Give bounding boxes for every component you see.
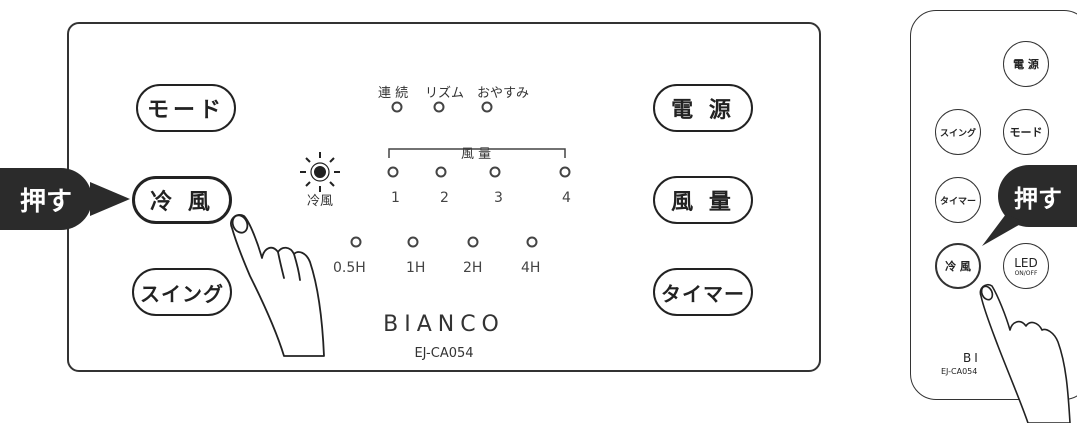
led-airflow-1 [387, 166, 399, 178]
airflow-level-2: 2 [440, 190, 449, 206]
remote-mode-label: モード [1009, 126, 1043, 139]
remote-timer-label: タイマー [939, 196, 976, 207]
remote-swing-button[interactable]: スイング [935, 109, 981, 155]
remote-led-sublabel: ON/OFF [1014, 269, 1038, 277]
remote-cool-button[interactable]: 冷 風 [935, 243, 981, 289]
led-continuous [391, 101, 403, 113]
cool-button[interactable]: 冷 風 [132, 176, 232, 224]
pointing-hand-icon [230, 214, 325, 357]
airflow-level-4: 4 [562, 190, 571, 206]
remote-cool-label: 冷 風 [945, 260, 971, 273]
remote-mode-button[interactable]: モード [1003, 109, 1049, 155]
model-number: EJ-CA054 [414, 346, 474, 361]
remote-power-button[interactable]: 電 源 [1003, 41, 1049, 87]
cool-indicator-lit [300, 152, 340, 192]
mode-button[interactable]: モード [136, 84, 236, 132]
led-label-continuous: 連 続 [378, 86, 409, 101]
timer-label-4h: 4H [521, 260, 541, 276]
led-rhythm [433, 101, 445, 113]
remote-power-label: 電 源 [1013, 58, 1039, 71]
timer-label-0-5h: 0.5H [333, 260, 366, 276]
airflow-button[interactable]: 風 量 [653, 176, 753, 224]
remote-brand: BI [963, 351, 981, 365]
airflow-bracket [388, 148, 566, 158]
timer-label-1h: 1H [406, 260, 426, 276]
airflow-level-3: 3 [494, 190, 503, 206]
power-button[interactable]: 電 源 [653, 84, 753, 132]
press-callout: 押す [0, 168, 92, 230]
remote-timer-button[interactable]: タイマー [935, 177, 981, 223]
led-airflow-4 [559, 166, 571, 178]
timer-label-2h: 2H [463, 260, 483, 276]
brand-logo: BIANCO [383, 312, 505, 337]
remote-led-label: LED [1014, 255, 1038, 270]
remote-pointing-hand-icon [979, 283, 1071, 423]
remote-press-callout-text: 押す [1014, 184, 1062, 213]
swing-button[interactable]: スイング [132, 268, 232, 316]
led-sleep [481, 101, 493, 113]
led-airflow-3 [489, 166, 501, 178]
remote-swing-label: スイング [939, 128, 976, 139]
led-timer-1h [407, 236, 419, 248]
led-label-rhythm: リズム [425, 86, 465, 101]
airflow-bracket-label: 風 量 [457, 143, 496, 162]
led-label-sleep: おやすみ [477, 86, 530, 101]
airflow-level-1: 1 [391, 190, 400, 206]
remote-led-button[interactable]: LED ON/OFF [1003, 243, 1049, 289]
remote-model: EJ-CA054 [941, 367, 978, 376]
cool-indicator-label: 冷風 [307, 194, 334, 209]
led-timer-0-5h [350, 236, 362, 248]
timer-button[interactable]: タイマー [653, 268, 753, 316]
press-callout-text: 押す [19, 186, 72, 217]
led-timer-2h [467, 236, 479, 248]
led-airflow-2 [435, 166, 447, 178]
led-timer-4h [526, 236, 538, 248]
control-panel: モード 冷 風 スイング 電 源 風 量 タイマー 連 続 リズム おやすみ 風… [67, 22, 821, 372]
